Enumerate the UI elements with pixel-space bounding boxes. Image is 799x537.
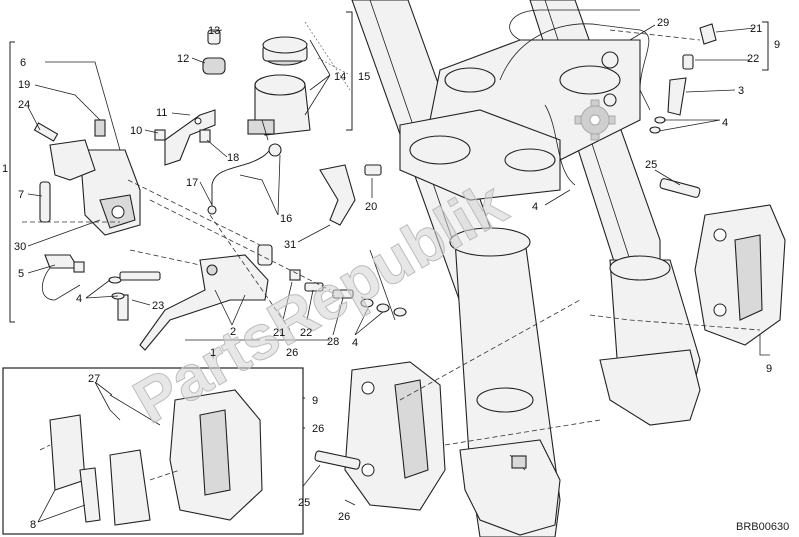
label-21-middle: 21 — [273, 327, 285, 339]
label-4-middle: 4 — [352, 337, 358, 349]
label-10: 10 — [130, 125, 142, 137]
label-18: 18 — [227, 152, 239, 164]
fork-triple-clamp — [399, 9, 641, 201]
label-5: 5 — [18, 268, 24, 280]
label-28: 28 — [327, 336, 339, 348]
label-20: 20 — [365, 201, 377, 213]
label-26-bottom: 26 — [338, 511, 350, 523]
label-6: 6 — [20, 57, 26, 69]
label-1-bottom: 1 — [210, 347, 216, 359]
callout-lines — [27, 24, 770, 506]
front-left-brake-caliper — [314, 361, 446, 511]
label-27: 27 — [88, 373, 100, 385]
brake-pads-inset — [2, 367, 304, 535]
label-26-inset: 26 — [312, 423, 324, 435]
label-30: 30 — [14, 241, 26, 253]
label-25-right: 25 — [645, 159, 657, 171]
label-2: 2 — [230, 326, 236, 338]
label-19: 19 — [18, 79, 30, 91]
label-7: 7 — [18, 189, 24, 201]
label-12: 12 — [177, 53, 189, 65]
leader-lines — [22, 21, 761, 446]
front-fork-assembly — [351, 0, 701, 537]
label-22-right: 22 — [747, 53, 759, 65]
label-22-middle: 22 — [300, 327, 312, 339]
label-23: 23 — [152, 300, 164, 312]
gear-logo-icon — [574, 99, 616, 141]
label-26-middle: 26 — [286, 347, 298, 359]
label-9-inset: 9 — [312, 395, 318, 407]
label-4-fork: 4 — [532, 201, 538, 213]
label-9-caliper: 9 — [766, 363, 772, 375]
label-24: 24 — [18, 99, 30, 111]
label-4: 4 — [76, 293, 82, 305]
label-16: 16 — [280, 213, 292, 225]
part-number-labels: 6 19 24 1 7 30 5 4 23 10 11 12 13 18 17 … — [2, 17, 789, 533]
label-4-right: 4 — [722, 117, 728, 129]
hose-fittings — [289, 164, 407, 321]
label-31: 31 — [284, 239, 296, 251]
label-8: 8 — [30, 519, 36, 531]
label-11: 11 — [156, 107, 167, 119]
label-25-bottom: 25 — [298, 497, 310, 509]
label-1: 1 — [2, 163, 8, 175]
brake-hose — [499, 23, 651, 111]
diagram-code: BRB00630 — [736, 521, 789, 533]
master-cylinder-assembly — [33, 29, 311, 351]
front-right-brake-caliper — [649, 23, 786, 346]
label-14: 14 — [334, 71, 346, 83]
label-29: 29 — [657, 17, 669, 29]
label-21-right: 21 — [750, 23, 762, 35]
label-17: 17 — [186, 177, 198, 189]
label-9-right: 9 — [774, 39, 780, 51]
label-15: 15 — [358, 71, 370, 83]
label-13: 13 — [208, 25, 220, 37]
label-3: 3 — [738, 85, 744, 97]
